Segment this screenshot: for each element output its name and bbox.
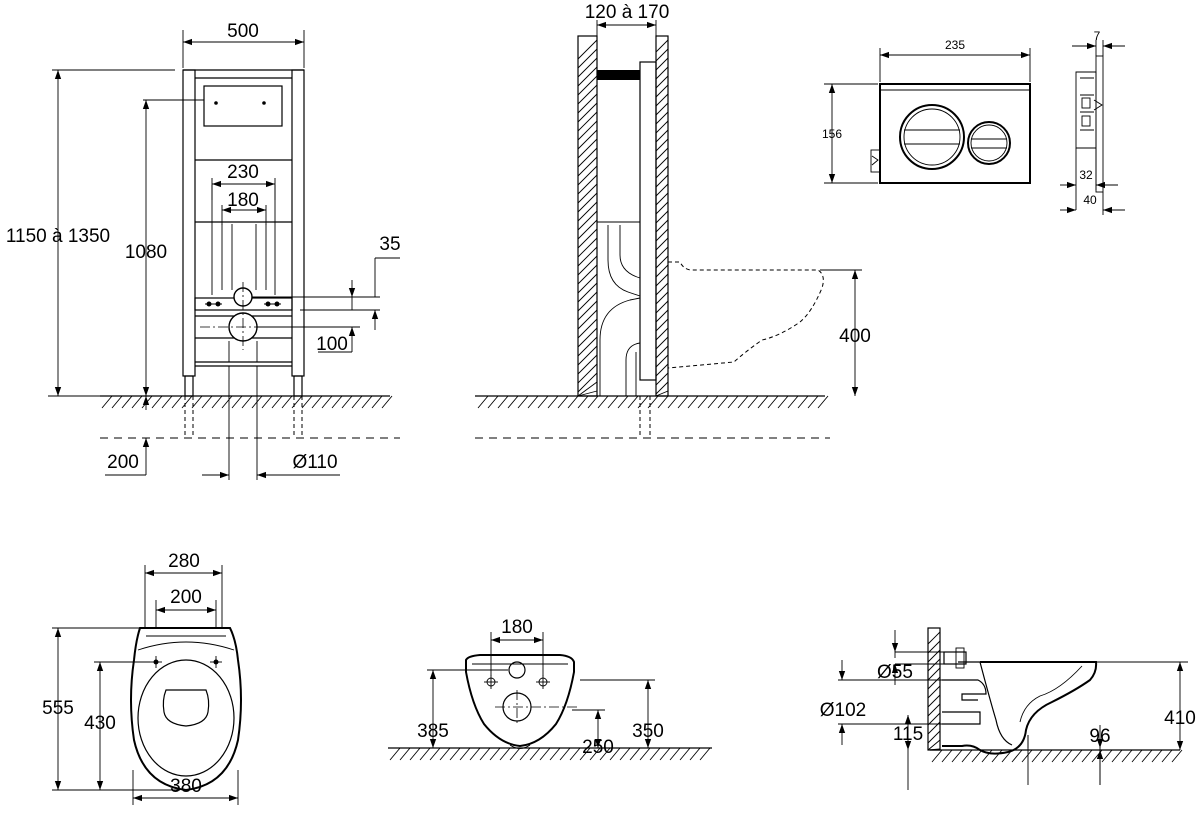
dim-plate-depth-top: 7: [1094, 29, 1101, 43]
bowl-top-view: 280 200 555 430 380: [42, 551, 242, 805]
dim-plate-width: 235: [945, 38, 965, 52]
dim-back-drain-height: 250: [582, 737, 614, 758]
dim-frame-height: 1080: [125, 242, 167, 263]
frame-profile: [639, 61, 657, 381]
dim-bracket-outer: 230: [227, 162, 259, 183]
bowl-profile-dashed: [667, 261, 824, 369]
dim-outlet-diameter: Ø102: [820, 700, 866, 721]
seat-mounting-holes: [150, 656, 222, 668]
dim-drain-diameter: Ø110: [292, 452, 337, 473]
dim-back-total-height: 385: [417, 721, 449, 742]
plate-side-profile: [1095, 55, 1104, 193]
dim-hole-spacing: 200: [170, 587, 202, 608]
dim-plate-depth-mid: 32: [1079, 168, 1093, 182]
frame-post-left: [182, 69, 196, 377]
floor-hatch: [477, 395, 829, 409]
flush-plate-view: 235 156 7 32 40: [822, 29, 1125, 215]
dim-bowl-length: 555: [42, 698, 74, 719]
frame-front-view: 500 1150 à 1350 1080 230 180 35 100: [6, 21, 401, 480]
inlet-connector: [943, 651, 967, 665]
dim-plate-height: 156: [822, 127, 842, 141]
dim-outlet-offset: 96: [1089, 726, 1110, 747]
mounting-bolts: [205, 301, 281, 307]
bowl-back-outline: [465, 654, 575, 748]
full-flush-button: [899, 104, 965, 170]
bowl-rim: [137, 659, 235, 777]
back-mounting-holes: [484, 675, 550, 689]
dim-foot-depth: 200: [107, 452, 139, 473]
dim-wall-depth: 120 à 170: [585, 2, 670, 23]
wall-right: [655, 35, 669, 397]
dim-side-height: 410: [1164, 708, 1196, 729]
bowl-back-view: 180 385 250 350: [388, 617, 712, 761]
dim-back-hole-spacing: 180: [501, 617, 533, 638]
dim-offset-top: 35: [379, 234, 400, 255]
dim-bowl-height: 400: [839, 326, 871, 347]
flush-actuator: [597, 70, 640, 80]
dim-total-height: 1150 à 1350: [6, 226, 110, 247]
dim-plate-depth-bottom: 40: [1083, 193, 1097, 207]
bowl-opening: [162, 689, 210, 727]
dim-frame-width: 500: [227, 21, 259, 42]
dim-bowl-inner-length: 430: [84, 713, 116, 734]
dim-bowl-outer-width: 280: [168, 551, 200, 572]
flush-plate: [879, 83, 1031, 184]
bowl-outline: [130, 627, 242, 792]
bowl-side-view: Ø55 Ø102 410 115 96: [820, 627, 1196, 790]
dim-bowl-base-width: 380: [170, 776, 202, 797]
water-inlet-hole: [508, 661, 526, 679]
dim-inlet-diameter: Ø55: [877, 662, 913, 683]
dim-outlet-height: 115: [893, 724, 923, 745]
wall-left: [577, 35, 598, 397]
dim-offset-drain: 100: [316, 334, 348, 355]
half-flush-button: [967, 121, 1011, 165]
bowl-side-outline: [942, 661, 1098, 755]
flush-plate-opening: [203, 85, 283, 127]
dim-back-top-height: 350: [632, 721, 664, 742]
dim-bracket-inner: 180: [227, 190, 259, 211]
frame-post-right: [291, 69, 305, 377]
frame-side-view: 120 à 170 400: [475, 2, 871, 439]
floor-hatch: [101, 395, 393, 409]
